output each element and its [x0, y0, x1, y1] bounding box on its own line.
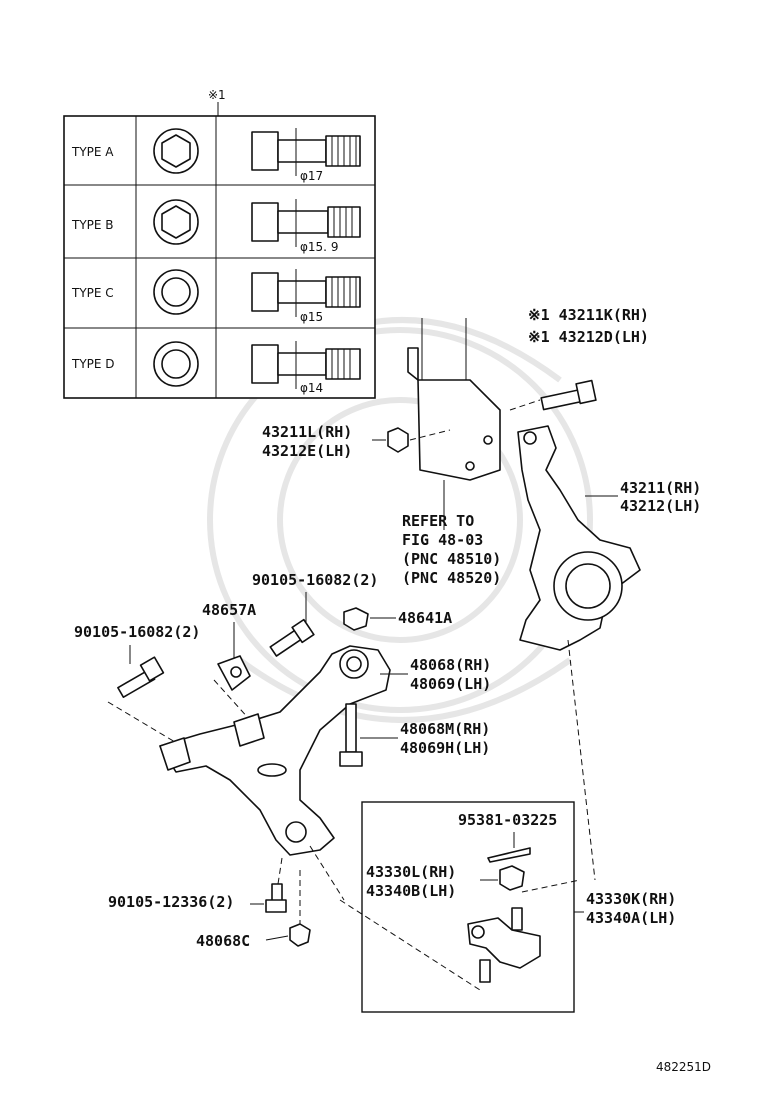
label-nut-lh: 43212E(LH) — [262, 442, 352, 460]
castle-nut-icon — [499, 865, 525, 891]
type-d-head-icon — [153, 341, 199, 387]
label-nut-48641a: 48641A — [398, 609, 452, 627]
label-bolt-lower: 90105-12336(2) — [108, 893, 234, 911]
label-bolt-lh: ※1 43212D(LH) — [528, 328, 649, 346]
label-bolt-upper-right: 90105-16082(2) — [252, 571, 378, 589]
label-bushing-bolt-lh: 48069H(LH) — [400, 739, 490, 757]
label-bolt-rh: ※1 43211K(RH) — [528, 306, 649, 324]
type-c-label: TYPE C — [71, 286, 114, 300]
type-b-head-icon — [153, 199, 199, 245]
label-bracket-48657a: 48657A — [202, 601, 256, 619]
table-header-mark: ※1 — [208, 88, 226, 102]
bracket-icon — [217, 655, 251, 691]
label-bolt-left: 90105-16082(2) — [74, 623, 200, 641]
label-knuckle-lh: 43212(LH) — [620, 497, 701, 515]
label-ball-joint-lh: 43340A(LH) — [586, 909, 676, 927]
refer-line-1: REFER TO — [402, 512, 474, 530]
type-a-dim: φ17 — [300, 169, 323, 183]
watermark — [207, 317, 593, 723]
label-ball-nut-lh: 43340B(LH) — [366, 882, 456, 900]
bushing-bolt-icon — [339, 703, 363, 767]
ball-joint-inset-box — [361, 801, 575, 1013]
label-arm-lh: 48069(LH) — [410, 675, 491, 693]
label-nut-48068c: 48068C — [196, 932, 250, 950]
type-a-head-icon — [153, 128, 199, 174]
label-nut-rh: 43211L(RH) — [262, 423, 352, 441]
refer-line-2: FIG 48-03 — [402, 531, 483, 549]
type-a-bolt-icon — [251, 128, 361, 176]
label-bushing-bolt-rh: 48068M(RH) — [400, 720, 490, 738]
type-c-bolt-icon — [251, 269, 361, 317]
type-b-dim: φ15. 9 — [300, 240, 338, 254]
diagram-id: 482251D — [656, 1060, 711, 1074]
lower-bolt-icon — [265, 883, 287, 913]
type-d-label: TYPE D — [71, 357, 115, 371]
nut-48641a-icon — [343, 607, 369, 631]
label-ball-nut-rh: 43330L(RH) — [366, 863, 456, 881]
type-d-dim: φ14 — [300, 381, 323, 395]
refer-line-4: (PNC 48520) — [402, 569, 501, 587]
strut-drawing — [407, 318, 541, 530]
left-bolt-icon — [117, 656, 165, 698]
label-knuckle-rh: 43211(RH) — [620, 479, 701, 497]
type-table: ※1 TYPE A φ17 TYPE B — [63, 88, 376, 399]
label-ball-joint-rh: 43330K(RH) — [586, 890, 676, 908]
type-c-head-icon — [153, 269, 199, 315]
cotter-pin-icon — [487, 847, 531, 863]
lower-control-arm-drawing — [159, 645, 391, 856]
nut-48068c-icon — [289, 923, 311, 947]
type-c-dim: φ15 — [300, 310, 323, 324]
type-a-label: TYPE A — [71, 145, 114, 159]
label-cotter-pin: 95381-03225 — [458, 811, 557, 829]
upper-bolt-icon — [269, 618, 315, 657]
type-b-bolt-icon — [251, 199, 361, 247]
flange-nut-icon — [387, 427, 409, 453]
label-arm-rh: 48068(RH) — [410, 656, 491, 674]
steering-knuckle-drawing — [517, 425, 641, 651]
ball-joint-icon — [467, 907, 541, 983]
knuckle-bolt-icon — [540, 379, 597, 411]
refer-line-3: (PNC 48510) — [402, 550, 501, 568]
type-d-bolt-icon — [251, 341, 361, 389]
type-b-label: TYPE B — [71, 218, 114, 232]
